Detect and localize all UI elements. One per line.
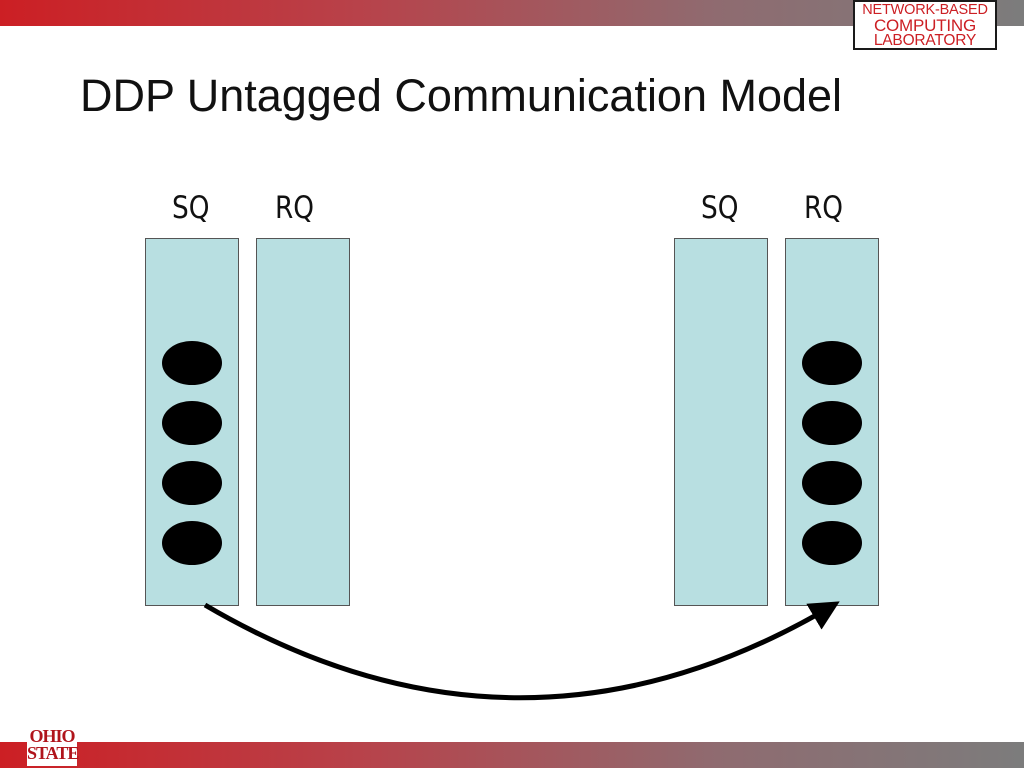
slide-title: DDP Untagged Communication Model xyxy=(80,70,843,121)
receiver-send-queue xyxy=(674,238,768,606)
sender-send-queue xyxy=(145,238,239,606)
sender-rq-label: RQ xyxy=(275,190,315,226)
lab-logo-line1: NETWORK-BASED xyxy=(862,2,988,18)
sender-sq-entry-2 xyxy=(162,401,222,445)
sender-receive-queue xyxy=(256,238,350,606)
receiver-rq-entry-4 xyxy=(802,521,862,565)
transfer-arrow-path xyxy=(203,601,840,701)
receiver-sq-label: SQ xyxy=(701,190,739,226)
receiver-rq-entry-1 xyxy=(802,341,862,385)
osu-logo: OHIO STATE xyxy=(27,726,79,766)
osu-logo-line2: STATE xyxy=(27,743,79,763)
sender-sq-entry-4 xyxy=(162,521,222,565)
receiver-rq-label: RQ xyxy=(804,190,844,226)
receiver-receive-queue xyxy=(785,238,879,606)
bottom-banner xyxy=(0,742,1024,768)
receiver-rq-entry-2 xyxy=(802,401,862,445)
receiver-rq-entry-3 xyxy=(802,461,862,505)
lab-logo-line3: LABORATORY xyxy=(873,32,977,49)
sender-sq-label: SQ xyxy=(172,190,210,226)
lab-logo-line2: COMPUTING xyxy=(873,16,977,35)
lab-logo: NETWORK-BASED COMPUTING LABORATORY xyxy=(853,0,997,50)
sender-sq-entry-1 xyxy=(162,341,222,385)
osu-logo-line1: OHIO xyxy=(29,726,75,746)
sender-sq-entry-3 xyxy=(162,461,222,505)
